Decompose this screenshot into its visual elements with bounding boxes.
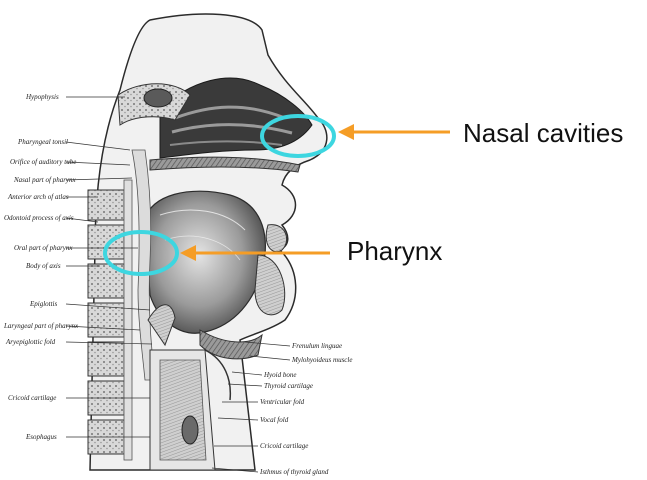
label-isthmus-thyroid: Isthmus of thyroid gland [259, 468, 329, 476]
label-nasal-part-pharynx: Nasal part of pharynx [13, 176, 77, 184]
label-cricoid-cartilage-right: Cricoid cartilage [260, 442, 308, 450]
label-thyroid-cartilage: Thyroid cartilage [264, 382, 313, 390]
label-aryepiglottic-fold: Aryepiglottic fold [5, 338, 56, 346]
pharynx-label: Pharynx [347, 236, 442, 267]
label-oral-part-pharynx: Oral part of pharynx [14, 244, 73, 252]
label-cricoid-cartilage-left: Cricoid cartilage [8, 394, 56, 402]
label-hyoid-bone: Hyoid bone [263, 371, 296, 379]
nasal-cavities-label: Nasal cavities [463, 118, 623, 149]
label-orifice-auditory-tube: Orifice of auditory tube [10, 158, 76, 166]
label-mylohyoideus: Mylohyoideus muscle [291, 356, 352, 364]
label-esophagus: Esophagus [25, 433, 57, 441]
label-hypophysis: Hypophysis [25, 93, 59, 101]
label-epiglottis: Epiglottis [29, 300, 58, 308]
anatomy-labels-right: Frenulum linguae Mylohyoideus muscle Hyo… [259, 342, 352, 476]
label-anterior-arch-atlas: Anterior arch of atlas [7, 193, 69, 201]
label-laryngeal-part-pharynx: Laryngeal part of pharynx [3, 322, 79, 330]
label-vocal-fold: Vocal fold [260, 416, 289, 424]
anatomy-labels-left: Hypophysis Pharyngeal tonsil Orifice of … [3, 93, 79, 441]
nasal-cavities-arrow [338, 124, 450, 140]
label-pharyngeal-tonsil: Pharyngeal tonsil [17, 138, 68, 146]
label-odontoid-process: Odontoid process of axis [4, 214, 74, 222]
label-frenulum-linguae: Frenulum linguae [291, 342, 342, 350]
label-ventricular-fold: Ventricular fold [260, 398, 305, 406]
label-body-axis: Body of axis [26, 262, 61, 270]
